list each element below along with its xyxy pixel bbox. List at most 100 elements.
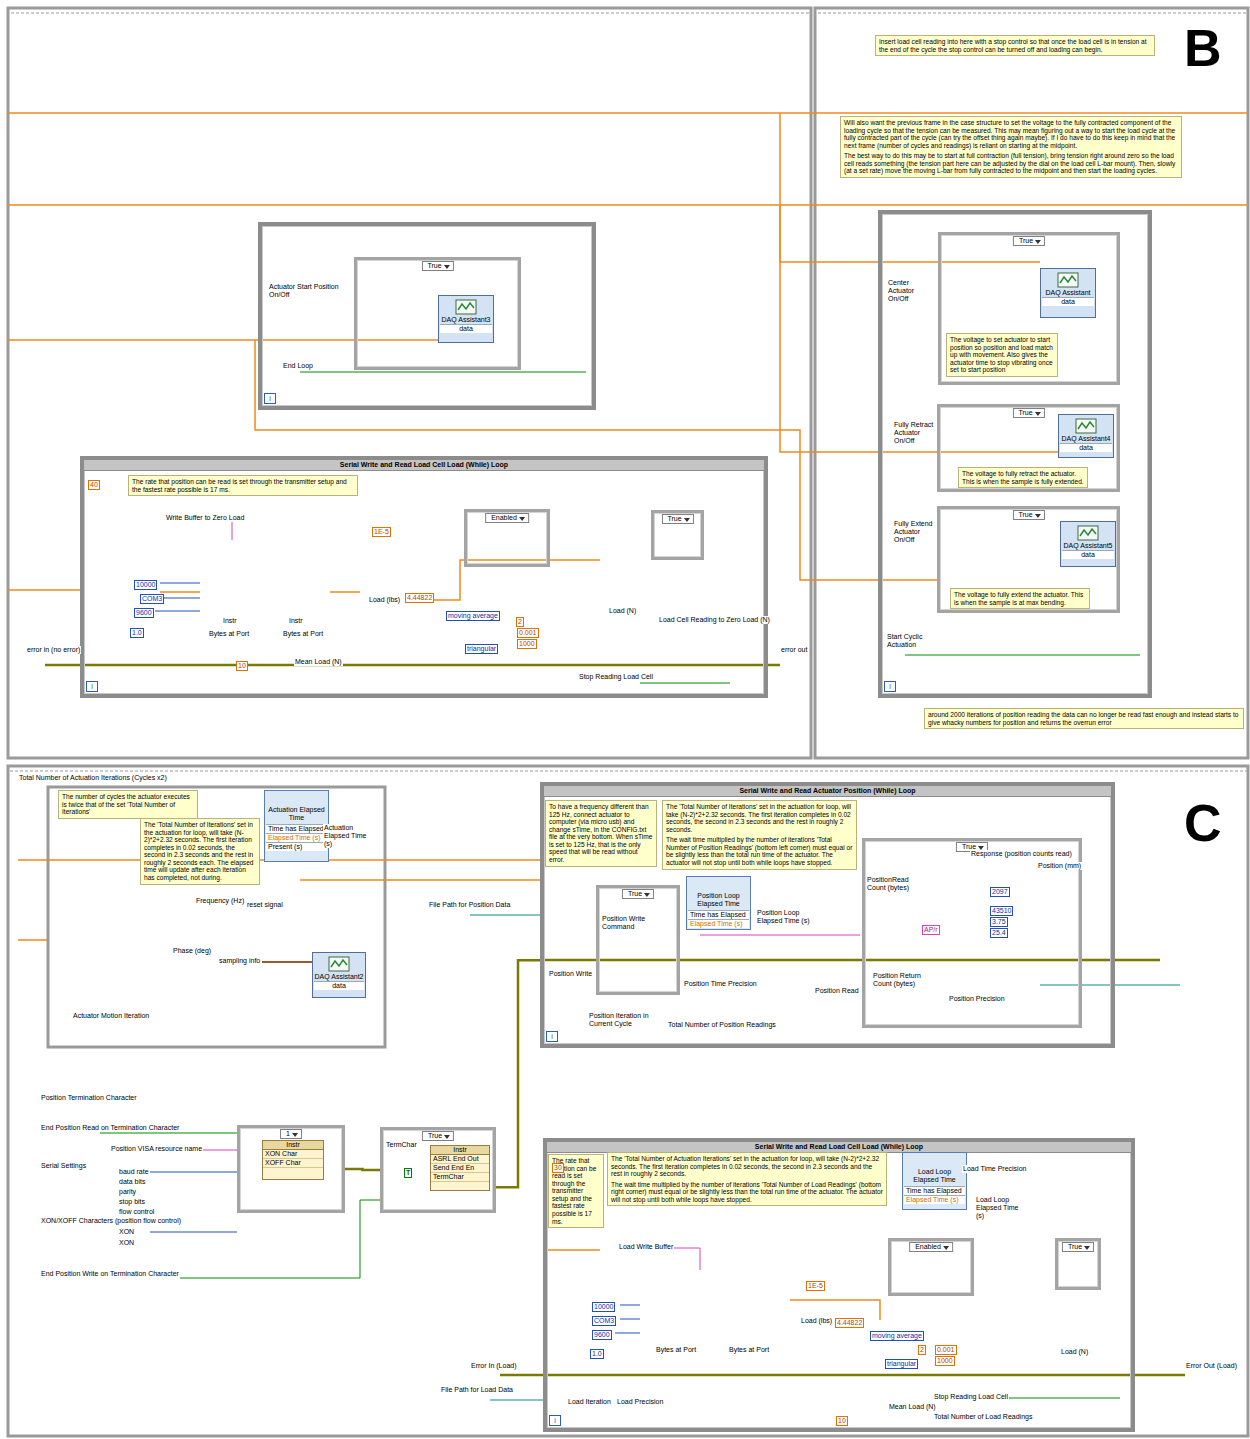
control-label: flow control — [118, 1208, 155, 1216]
sequence-frame — [815, 8, 1248, 758]
constant-value: T — [404, 1168, 412, 1178]
control-label: Stop Reading Load Cell — [933, 1393, 1009, 1401]
case-structure: TrueInstrASRL End OutSend End EnTermChar — [380, 1127, 496, 1213]
control-label: Instr — [288, 617, 304, 625]
constant-value: 10000 — [592, 1302, 615, 1312]
daq-terminal: data — [1042, 297, 1094, 306]
control-label: End Position Write on Termination Charac… — [40, 1270, 180, 1278]
property-row: XOFF Char — [263, 1159, 323, 1168]
case-structure: 1InstrXON CharXOFF Char — [237, 1125, 345, 1213]
daq-assistant: DAQ Assistant5data — [1060, 521, 1116, 567]
property-node: InstrXON CharXOFF Char — [262, 1140, 324, 1180]
control-label: stop bits — [118, 1198, 146, 1206]
vi-terminal: Elapsed Time (s) — [266, 833, 327, 842]
vi-title: Position Loop Elapsed Time — [688, 878, 749, 910]
constant-value: 1.0 — [130, 628, 144, 638]
control-label: Center Actuator On/Off — [887, 279, 937, 303]
note-text: Will also want the previous frame in the… — [844, 119, 1178, 149]
note-text: Insert load cell reading into here with … — [879, 38, 1151, 53]
constant-value: 10000 — [134, 580, 157, 590]
daq-terminal: data — [1060, 443, 1112, 452]
loop-iteration-terminal: i — [884, 681, 896, 692]
control-label: Position Iteration in Current Cycle — [588, 1012, 652, 1028]
control-label: data bits — [118, 1178, 146, 1186]
daq-icon — [455, 299, 477, 315]
control-label: Position Return Count (bytes) — [872, 972, 924, 988]
case-selector-label: Enabled — [909, 1242, 953, 1252]
panel-letter: C — [1183, 797, 1223, 849]
film-strip — [815, 8, 1248, 13]
control-label: Frequency (Hz) — [195, 897, 245, 905]
comment-note: The rate that position can be read is se… — [128, 475, 358, 496]
control-label: Position Termination Character — [40, 1094, 138, 1102]
control-label: Bytes at Port — [728, 1346, 770, 1354]
control-label: File Path for Load Data — [440, 1386, 514, 1394]
control-label: Mean Load (N) — [294, 658, 343, 666]
property-row: ASRL End Out — [431, 1155, 489, 1164]
constant-value: 0.001 — [935, 1345, 957, 1355]
case-selector-label: True — [1062, 1242, 1094, 1252]
control-label: Load Loop Elapsed Time (s) — [975, 1196, 1022, 1220]
control-label: baud rate — [118, 1168, 150, 1176]
control-label: sampling info — [218, 957, 261, 965]
constant-value: 4.44822 — [835, 1318, 864, 1328]
comment-note: The number of cycles the actuator execut… — [58, 790, 198, 819]
control-label: Total Number of Position Readings — [667, 1021, 777, 1029]
case-selector-label: True — [1013, 236, 1045, 246]
case-structure: True — [596, 885, 680, 995]
sequence-frame — [48, 787, 385, 1047]
case-selector-label: 1 — [280, 1129, 302, 1139]
control-label: Actuator Motion Iteration — [72, 1012, 150, 1020]
vi-terminal: Time has Elapsed — [266, 824, 327, 833]
control-label: Actuation Elapsed Time (s) — [323, 824, 370, 848]
comment-note: The 'Total Number of Iterations' set in … — [140, 818, 260, 885]
constant-value: 30 — [552, 1163, 564, 1173]
daq-name: DAQ Assistant4 — [1060, 435, 1112, 443]
constant-value: 1000 — [935, 1356, 955, 1366]
comment-note: The voltage to fully extend the actuator… — [950, 588, 1090, 609]
control-label: Response (position counts read) — [970, 850, 1073, 858]
constant-value: 9600 — [592, 1330, 612, 1340]
note-text: around 2000 iterations of position readi… — [928, 711, 1240, 726]
constant-value: 25.4 — [990, 928, 1008, 938]
control-label: Position Write Command — [601, 915, 655, 931]
case-structure: TrueDAQ AssistantdataThe voltage to set … — [938, 232, 1120, 385]
daq-assistant: DAQ Assistantdata — [1040, 268, 1096, 318]
constant-value: COM3 — [140, 594, 164, 604]
note-text: The voltage to fully extend the actuator… — [954, 591, 1086, 606]
elapsed-time-vi: Position Loop Elapsed TimeTime has Elaps… — [686, 876, 751, 930]
path-wires — [470, 915, 1180, 1400]
daq-assistant: DAQ Assistant3data — [438, 295, 494, 343]
case-structure: TrueDAQ Assistant4dataThe voltage to ful… — [937, 404, 1120, 492]
note-text: The number of cycles the actuator execut… — [62, 793, 194, 816]
constant-value: 2 — [918, 1345, 926, 1355]
control-label: Error In (Load) — [470, 1362, 518, 1370]
constant-value: 9600 — [134, 608, 154, 618]
property-node: InstrASRL End OutSend End EnTermChar — [430, 1145, 490, 1191]
control-label: TermChar — [385, 1141, 418, 1149]
comment-note: Will also want the previous frame in the… — [840, 116, 1182, 178]
constant-value: 2097 — [990, 887, 1010, 897]
control-label: Load (N) — [1060, 1348, 1089, 1356]
vi-terminal: Time has Elapsed — [688, 910, 749, 919]
panel-letter: B — [1183, 22, 1223, 74]
control-label: Load Write Buffer — [618, 1243, 674, 1251]
constant-value: 43510 — [990, 906, 1013, 916]
daq-icon — [1075, 418, 1097, 434]
comment-note: The 'Total Number of Actuation Iteration… — [607, 1152, 887, 1206]
control-label: Total Number of Actuation Iterations (Cy… — [18, 774, 168, 782]
case-selector-label: True — [661, 514, 693, 524]
control-label: Bytes at Port — [282, 630, 324, 638]
case-structure: TrueDAQ Assistant3data — [354, 257, 521, 370]
note-text: The wait time multiplied by the number o… — [611, 1181, 883, 1204]
property-row: Send End En — [431, 1164, 489, 1173]
constant-value: 40 — [88, 480, 100, 490]
property-class: Instr — [431, 1146, 489, 1155]
control-label: reset signal — [246, 901, 284, 909]
control-label: Instr — [222, 617, 238, 625]
daq-terminal: data — [314, 981, 364, 990]
constant-value: 10 — [236, 661, 248, 671]
control-label: Write Buffer to Zero Load — [165, 514, 245, 522]
note-text: The rate that position can be read is se… — [132, 478, 354, 493]
